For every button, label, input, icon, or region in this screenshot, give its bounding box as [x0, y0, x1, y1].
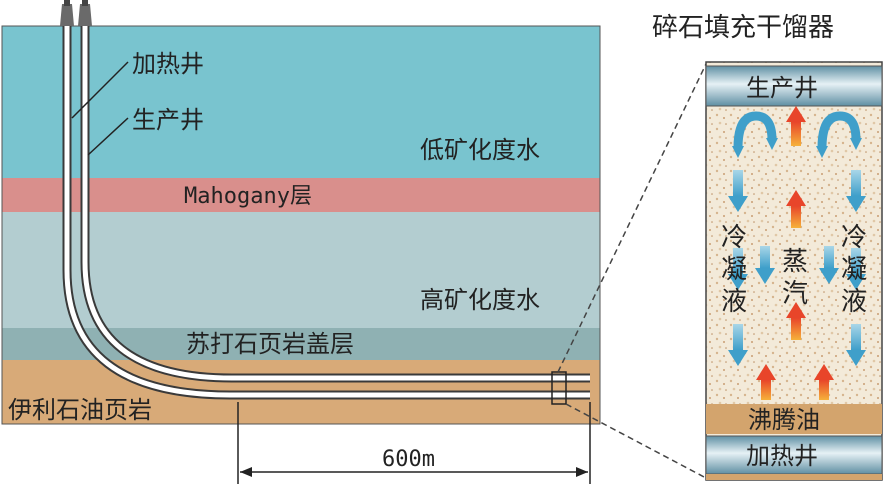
condensate-label-left: 冷凝液 — [721, 223, 747, 317]
layer-high-salinity-water — [2, 212, 600, 328]
steam-label: 蒸汽 — [782, 247, 808, 309]
svg-text:蒸汽: 蒸汽 — [782, 247, 808, 309]
svg-text:冷凝液: 冷凝液 — [721, 223, 747, 317]
layer-label-oil-shale: 伊利石油页岩 — [8, 396, 152, 424]
zoom-region-marker — [551, 371, 567, 405]
layer-label-mahogany: Mahogany层 — [184, 184, 312, 209]
retort-heating-well — [705, 435, 883, 475]
condensate-flow-arrows — [728, 111, 866, 366]
layer-mahogany — [2, 178, 600, 212]
layer-label-low-salinity: 低矿化度水 — [420, 136, 540, 164]
boiling-oil-label: 沸腾油 — [748, 406, 820, 434]
retort-heating-well-label: 加热井 — [746, 442, 818, 470]
distance-label: 600m — [382, 447, 435, 472]
heating-well-label: 加热井 — [132, 50, 204, 78]
retort-production-well — [705, 65, 883, 107]
layer-label-high-salinity: 高矿化度水 — [420, 286, 540, 314]
condensate-label-right: 冷凝液 — [841, 223, 867, 317]
boiling-oil-layer — [706, 404, 882, 434]
distance-dimension — [237, 402, 591, 484]
retort-production-well-label: 生产井 — [746, 74, 818, 102]
layer-low-salinity-water — [2, 26, 600, 178]
retort-title: 碎石填充干馏器 — [652, 13, 834, 43]
svg-text:冷凝液: 冷凝液 — [841, 223, 867, 317]
steam-flow-arrows — [756, 106, 834, 400]
strata-block — [1, 25, 601, 425]
production-well-label: 生产井 — [132, 106, 204, 134]
layer-label-caprock: 苏打石页岩盖层 — [186, 330, 354, 358]
wellhead-icon — [60, 0, 92, 26]
